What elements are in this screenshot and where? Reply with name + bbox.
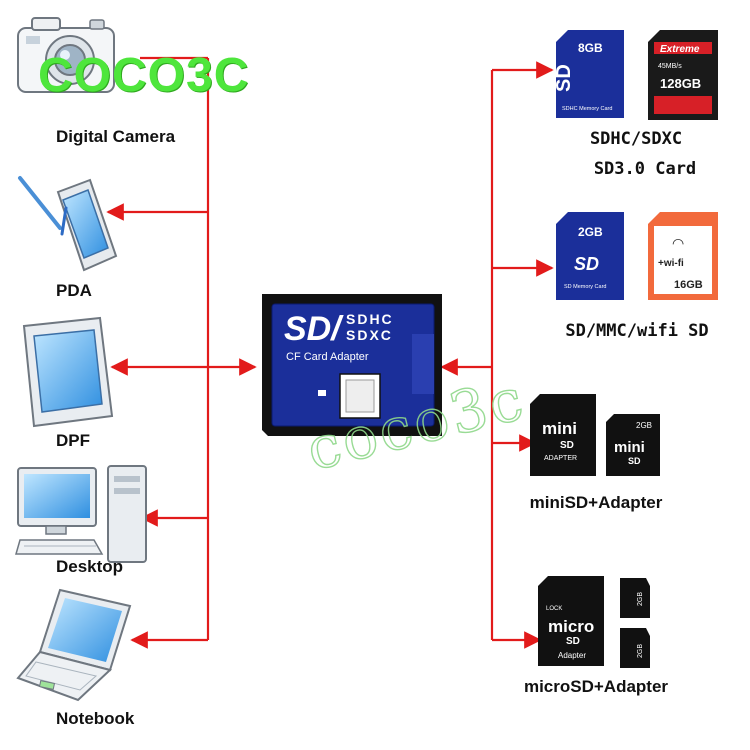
- svg-text:SD: SD: [560, 440, 574, 451]
- pda-icon: [18, 176, 118, 272]
- device-label-notebook: Notebook: [56, 709, 135, 728]
- svg-text:ADAPTER: ADAPTER: [544, 455, 577, 462]
- cf-adapter-card: SD/ SDHC SDXC CF Card Adapter: [262, 294, 442, 436]
- svg-text:SD Memory Card: SD Memory Card: [564, 284, 606, 290]
- svg-text:16GB: 16GB: [674, 279, 703, 291]
- svg-text:LOCK: LOCK: [546, 606, 562, 612]
- sd-label: SD/MMC/wifi SD: [565, 321, 708, 341]
- wifi-icon: ◠: [672, 236, 684, 252]
- microsd-label: microSD+Adapter: [524, 677, 668, 696]
- minisd-card-group: mini SD ADAPTER 2GB mini SD miniSD+Adapt…: [530, 394, 663, 512]
- sdhc-8gb-card: 8GB SD SDHC Memory Card: [553, 30, 624, 118]
- microsd-adapter-card: LOCK micro SD Adapter: [538, 576, 604, 666]
- svg-text:45MB/s: 45MB/s: [658, 63, 682, 70]
- adapter-title-sdhc: SDHC: [346, 311, 394, 327]
- camera-icon: [17, 17, 115, 93]
- sd-2gb-card: 2GB SD SD Memory Card: [556, 212, 624, 300]
- left-connector-lines: [106, 56, 257, 649]
- svg-text:mini: mini: [614, 439, 645, 456]
- sd-card-group: 2GB SD SD Memory Card ◠ +wi-fi 16GB SD/M…: [556, 212, 718, 341]
- svg-text:8GB: 8GB: [578, 41, 603, 55]
- svg-text:SDHC Memory Card: SDHC Memory Card: [562, 106, 612, 112]
- svg-text:Extreme: Extreme: [660, 44, 700, 55]
- device-label-desktop: Desktop: [56, 557, 123, 576]
- sdhc-card-group: 8GB SD SDHC Memory Card Extreme 45MB/s 1…: [553, 30, 718, 179]
- minisd-label: miniSD+Adapter: [530, 493, 663, 512]
- svg-text:SD: SD: [628, 456, 641, 466]
- svg-text:Adapter: Adapter: [558, 651, 586, 660]
- minisd-2gb-card: 2GB mini SD: [606, 414, 660, 476]
- microsd-card-1: 2GB: [620, 578, 650, 618]
- svg-text:SD: SD: [553, 64, 575, 92]
- adapter-subtitle: CF Card Adapter: [286, 351, 369, 363]
- svg-text:mini: mini: [542, 419, 577, 438]
- brand-logo: COCO3C: [38, 49, 250, 102]
- laptop-icon: [16, 588, 132, 702]
- desktop-computer-icon: [15, 465, 147, 563]
- svg-text:2GB: 2GB: [636, 421, 652, 430]
- device-label-digital-camera: Digital Camera: [56, 127, 176, 146]
- svg-text:128GB: 128GB: [660, 76, 701, 91]
- svg-text:+wi-fi: +wi-fi: [658, 258, 684, 269]
- device-label-dpf: DPF: [56, 431, 90, 450]
- microsd-card-group: LOCK micro SD Adapter 2GB 2GB microSD+Ad…: [524, 576, 668, 696]
- right-connector-lines: [440, 61, 554, 649]
- svg-text:SD: SD: [566, 636, 580, 647]
- sdhc-label-line1: SDHC/SDXC: [590, 129, 682, 149]
- svg-text:micro: micro: [548, 617, 594, 636]
- adapter-title-sd: SD/: [284, 310, 344, 348]
- minisd-adapter-card: mini SD ADAPTER: [530, 394, 596, 476]
- sdhc-label-line2: SD3.0 Card: [594, 159, 696, 179]
- svg-text:2GB: 2GB: [578, 225, 603, 239]
- photo-frame-icon: [22, 316, 114, 428]
- svg-text:2GB: 2GB: [637, 644, 644, 658]
- microsd-card-2: 2GB: [620, 628, 650, 668]
- sdxc-128gb-card: Extreme 45MB/s 128GB: [648, 30, 718, 120]
- wifi-sd-16gb-card: ◠ +wi-fi 16GB: [648, 212, 718, 300]
- adapter-title-sdxc: SDXC: [346, 327, 393, 343]
- svg-text:2GB: 2GB: [637, 592, 644, 606]
- device-label-pda: PDA: [56, 281, 92, 300]
- svg-text:SD: SD: [574, 254, 599, 274]
